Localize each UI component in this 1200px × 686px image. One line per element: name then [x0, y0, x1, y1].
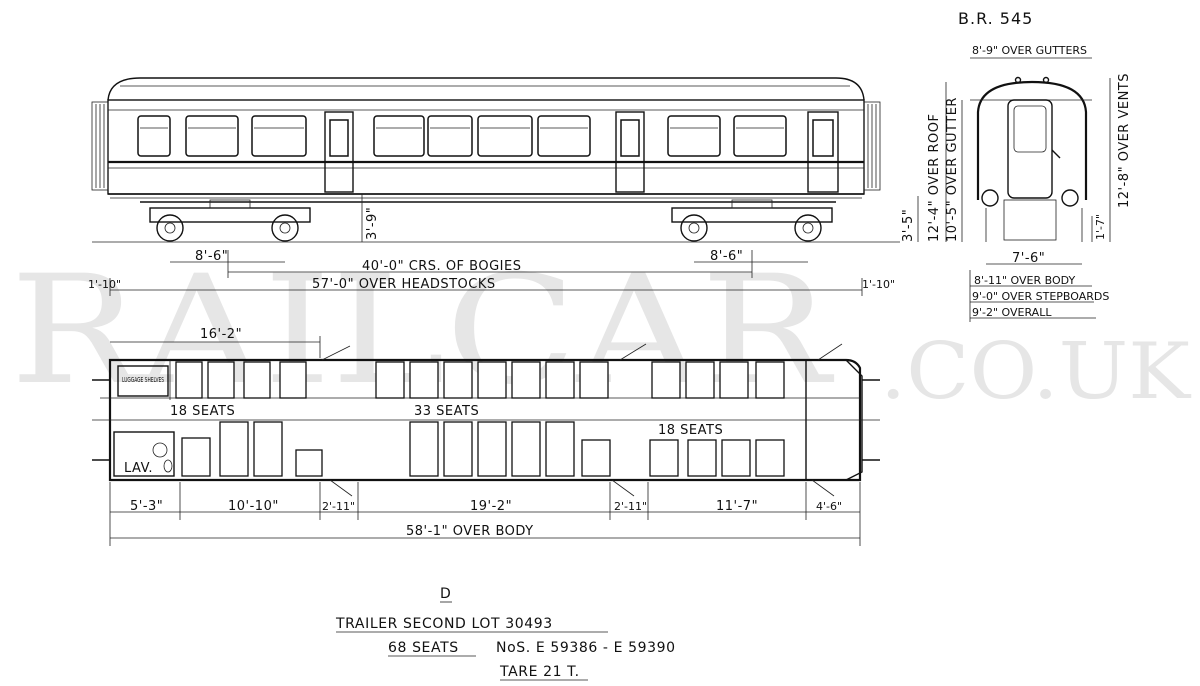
dim-bottom-1: 5'-3" — [130, 499, 163, 514]
lav-label: LAV. — [124, 461, 153, 476]
caption-seats: 68 SEATS — [388, 640, 459, 656]
dim-bottom-6: 11'-7" — [716, 499, 758, 514]
end-elevation: B.R. 545 8'-9" OVER GUTTERS 12'-4" OVER … — [927, 9, 1132, 322]
bogie-right — [671, 199, 833, 242]
side-windows — [137, 115, 787, 157]
dim-over-stepboards: 9'-0" OVER STEPBOARDS — [972, 290, 1109, 303]
dim-bottom-5: 2'-11" — [614, 500, 647, 513]
diagram-letter: D — [440, 586, 451, 602]
dim-bottom-3: 2'-11" — [322, 500, 355, 513]
dim-wheel-height: 1'-7" — [1094, 214, 1107, 240]
bogie-left — [149, 199, 311, 242]
plan-view: 16'-2" LUGGAGE SHELVES LAV. — [92, 327, 880, 546]
dim-bottom-2: 10'-10" — [228, 499, 279, 514]
dim-end-left: 1'-10" — [88, 278, 121, 291]
side-elevation: 3'-9" 8'-6" 8'-6" 40'-0" CRS. OF BOGIES … — [88, 77, 919, 296]
seats-upper — [175, 361, 785, 399]
seats-middle-label: 33 SEATS — [414, 404, 479, 419]
side-door-2 — [615, 111, 645, 193]
dim-over-body: 8'-11" OVER BODY — [974, 274, 1076, 287]
dim-overall: 9'-2" OVERALL — [972, 306, 1052, 319]
dim-bogie-right: 8'-6" — [710, 249, 743, 264]
dim-bottom-7: 4'-6" — [816, 500, 842, 513]
caption-tare: TARE 21 T. — [499, 664, 580, 680]
dim-floor: 3'-5" — [901, 209, 916, 242]
side-door-1 — [324, 111, 354, 193]
watermark-right: .CO.UK — [880, 327, 1192, 417]
gangway-left — [91, 101, 109, 191]
dim-over-roof: 12'-4" OVER ROOF — [927, 114, 942, 242]
dim-height: 3'-9" — [365, 207, 380, 240]
dim-track-width: 7'-6" — [1012, 251, 1045, 266]
gangway-right — [863, 101, 881, 191]
dim-over-vents: 12'-8" OVER VENTS — [1117, 73, 1132, 208]
bottom-dimensions: 5'-3" 10'-10" 2'-11" 19'-2" 2'-11" 11'-7… — [109, 482, 861, 546]
dim-bottom-4: 19'-2" — [470, 499, 512, 514]
seats-lower — [181, 421, 785, 477]
caption-numbers: NoS. E 59386 - E 59390 — [496, 640, 676, 656]
class-label: B.R. 545 — [958, 9, 1033, 28]
caption: D TRAILER SECOND LOT 30493 68 SEATS NoS.… — [335, 586, 676, 681]
dim-over-gutters: 8'-9" OVER GUTTERS — [972, 44, 1087, 57]
dim-headstocks: 57'-0" OVER HEADSTOCKS — [312, 277, 496, 292]
dim-over-gutter: 10'-5" OVER GUTTER — [945, 97, 960, 242]
luggage-shelves-label: LUGGAGE SHELVES — [122, 376, 164, 384]
dim-luggage: 16'-2" — [200, 327, 242, 342]
dim-bogie-left: 8'-6" — [195, 249, 228, 264]
caption-line1: TRAILER SECOND LOT 30493 — [335, 616, 553, 632]
seats-left-label: 18 SEATS — [170, 404, 235, 419]
seats-right-label: 18 SEATS — [658, 423, 723, 438]
dim-end-right: 1'-10" — [862, 278, 895, 291]
dim-bogie-centres: 40'-0" CRS. OF BOGIES — [362, 259, 521, 274]
side-door-3 — [807, 111, 839, 193]
dim-over-body-plan: 58'-1" OVER BODY — [406, 524, 534, 539]
